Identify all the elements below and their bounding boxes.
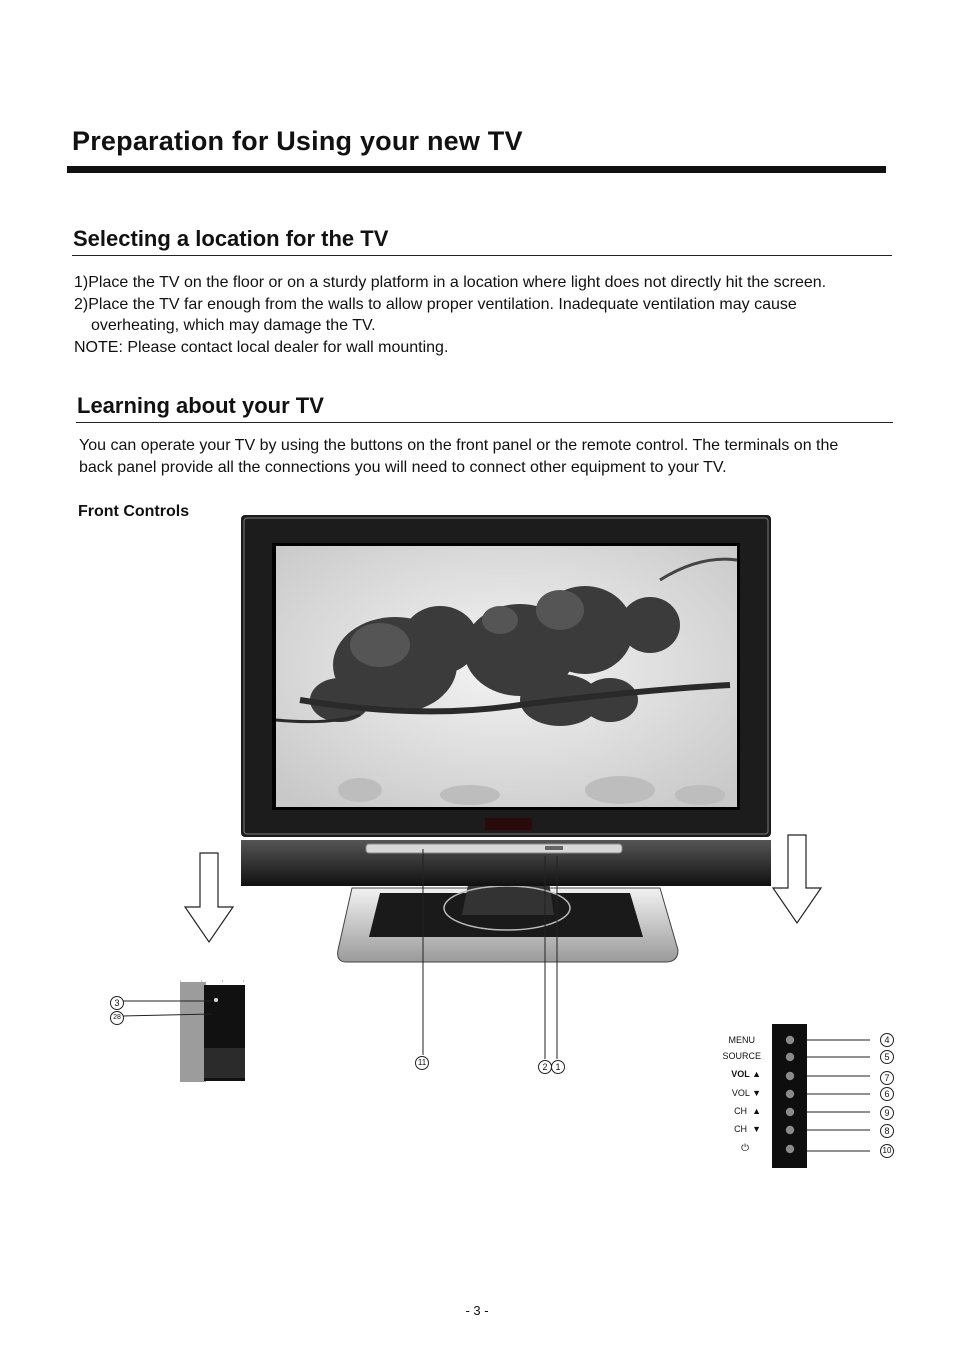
power-icon: ⏻: [741, 1143, 749, 1154]
learning-line-1: You can operate your TV by using the but…: [79, 437, 839, 454]
callout-4: 4: [880, 1033, 894, 1047]
tv-body: [241, 515, 771, 886]
page-title: Preparation for Using your new TV: [72, 126, 523, 156]
callout-11: 11: [415, 1056, 429, 1070]
down-arrows: [183, 834, 823, 944]
location-heading-rule: [72, 255, 892, 256]
ch-up-button-label: CH ▲: [734, 1106, 761, 1116]
callout-28: 28: [110, 1011, 124, 1025]
power-button-label: ⏻: [689, 1143, 749, 1154]
ch-down-button-label: CH ▼: [734, 1124, 761, 1134]
front-controls-label: Front Controls: [78, 503, 190, 520]
down-arrow-icon: ▼: [752, 1088, 761, 1098]
location-note: NOTE: Please contact local dealer for wa…: [74, 338, 449, 356]
learning-text: You can operate your TV by using the but…: [79, 435, 838, 478]
callout-6: 6: [880, 1087, 894, 1101]
location-line-3: overheating, which may damage the TV.: [91, 317, 376, 334]
side-panel-detail: [122, 980, 246, 1082]
callout-1: 1: [551, 1060, 565, 1074]
location-line-2: 2)Place the TV far enough from the walls…: [74, 295, 797, 313]
learning-heading: Learning about your TV: [77, 393, 324, 418]
learning-line-2: back panel provide all the connections y…: [79, 458, 727, 476]
learning-heading-rule: [76, 422, 893, 423]
page-number: - 3 -: [465, 1303, 489, 1318]
source-button-label: SOURCE: [722, 1051, 761, 1061]
callout-7: 7: [880, 1071, 894, 1085]
tv-stand: [337, 875, 679, 963]
callout-9: 9: [880, 1106, 894, 1120]
callout-10: 10: [880, 1144, 894, 1158]
callout-3: 3: [110, 996, 124, 1010]
location-text: 1)Place the TV on the floor or on a stur…: [74, 272, 826, 358]
vol-down-button-label: VOL ▼: [731, 1088, 761, 1098]
callout-2: 2: [538, 1060, 552, 1074]
callout-5: 5: [880, 1050, 894, 1064]
callout-8: 8: [880, 1124, 894, 1138]
title-rule: [67, 166, 886, 173]
menu-button-label: MENU: [728, 1035, 756, 1045]
vol-up-button-label: VOL ▲: [731, 1069, 761, 1079]
location-line-1: 1)Place the TV on the floor or on a stur…: [74, 274, 827, 291]
up-arrow-icon: ▲: [752, 1069, 761, 1079]
location-heading: Selecting a location for the TV: [73, 226, 389, 251]
down-arrow-icon: ▼: [752, 1124, 761, 1134]
up-arrow-icon: ▲: [752, 1106, 761, 1116]
control-strip: [772, 1024, 870, 1168]
